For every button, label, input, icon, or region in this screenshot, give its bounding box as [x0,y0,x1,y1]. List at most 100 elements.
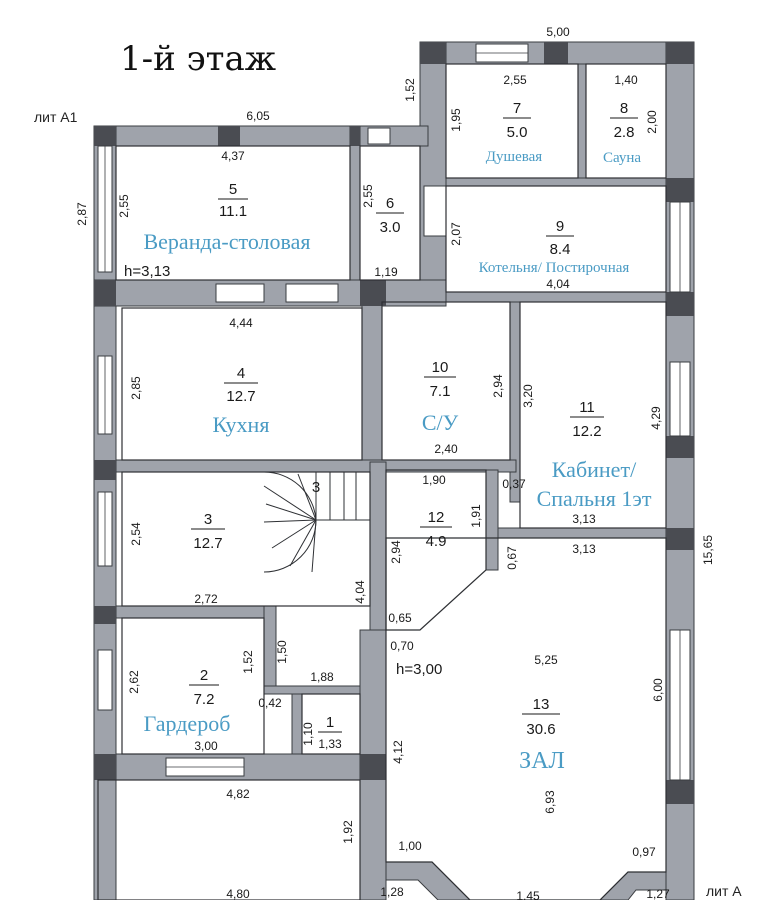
wall-room1-top [263,685,373,695]
dim-2-40: 2,40 [434,442,458,456]
dim-5-25: 5,25 [534,653,558,667]
dim-2-62: 2,62 [127,670,141,694]
dim-0-97: 0,97 [632,845,656,859]
room-10-area: 7.1 [430,383,451,400]
room-10-name: С/У [422,410,459,435]
room-2-number: 2 [200,667,208,684]
outline-room-13 [385,537,667,900]
room-4-name: Кухня [213,412,270,437]
dim-3-20: 3,20 [521,384,535,408]
dim-1-00: 1,00 [398,839,422,853]
dim-1-10: 1,10 [301,722,315,746]
dim-2-54: 2,54 [129,522,143,546]
outline-room-2 [121,617,265,755]
dim-1-92: 1,92 [341,820,355,844]
dim-0-37: 0,37 [502,477,526,491]
dim-1-33: 1,33 [318,737,342,751]
dim-2-55-veranda: 2,55 [117,194,131,218]
outline-porch [97,779,361,900]
dim-2-87: 2,87 [75,202,89,226]
room-13-number: 13 [533,696,550,713]
dim-4-04-boiler: 4,04 [546,277,570,291]
dim-1-52-wardrobe: 1,52 [241,650,255,674]
dim-2-07: 2,07 [449,222,463,246]
wall-cabinet-bottom [497,527,667,539]
room-13-name: ЗАЛ [519,748,565,774]
dim-5-00: 5,00 [546,25,570,39]
wall-kitchen-wc [361,301,383,463]
dim-4-37: 4,37 [221,149,245,163]
room-tags: 5 11.1 6 3.0 7 5.0 8 2.8 9 8.4 4 12.7 10… [189,100,638,738]
wall-shower-sauna [577,63,587,179]
dim-15-65: 15,65 [701,535,715,565]
door-boiler [423,185,447,237]
room-2-name: Гардероб [144,711,231,736]
room-5-area: 11.1 [219,203,247,220]
dim-6-93: 6,93 [543,790,557,814]
dim-3-13-cabinet: 3,13 [572,512,596,526]
outline-room-9 [445,185,667,293]
outline-room-4 [121,307,363,461]
window-kitchen-top [215,283,265,303]
dim-1-19: 1,19 [374,265,398,279]
dim-1-90: 1,90 [422,473,446,487]
outline-room-1 [301,693,361,755]
room-7-number: 7 [513,100,521,117]
dim-2-94-room12: 2,94 [389,540,403,564]
dim-1-91: 1,91 [469,504,483,528]
dim-0-70: 0,70 [390,639,414,653]
dim-2-00: 2,00 [645,110,659,134]
room-12-area: 4.9 [426,533,447,550]
wall-room12-right [485,469,499,571]
room-9-area: 8.4 [550,241,571,258]
dim-3-13-hall: 3,13 [572,542,596,556]
dim-4-82: 4,82 [226,787,250,801]
room-8-number: 8 [620,100,628,117]
room-8-name: Сауна [603,150,641,166]
outline-room-6 [359,145,421,281]
dim-0-67: 0,67 [505,546,519,570]
dim-4-44: 4,44 [229,316,253,330]
room-11-number: 11 [579,399,595,416]
room-6-number: 6 [386,195,394,212]
room-4-area: 12.7 [226,388,255,405]
dim-4-12: 4,12 [391,740,405,764]
dim-1-40: 1,40 [614,73,638,87]
dim-3-00: 3,00 [194,739,218,753]
windows [97,43,691,781]
wall-wardrobe-top [115,605,277,619]
room-1-number: 1 [326,714,334,731]
room-9-name: Котельня/ Постирочная [479,260,630,276]
outline-room-3 [121,471,371,607]
outline-room-5 [115,145,351,281]
dim-1-52: 1,52 [403,78,417,102]
room-4-number: 4 [237,365,245,382]
stair-number: 3 [312,479,320,496]
room-2-area: 7.2 [194,691,215,708]
dim-6-05: 6,05 [246,109,270,123]
room-12-number: 12 [428,509,445,526]
room-8-area: 2.8 [614,124,635,141]
dim-2-85: 2,85 [129,376,143,400]
room-11-name-line1: Кабинет/ [552,457,637,482]
outline-room-8 [585,63,667,179]
dim-4-04-stairs: 4,04 [353,580,367,604]
dim-4-29: 4,29 [649,406,663,430]
dim-2-55-room6: 2,55 [361,184,375,208]
wall-boiler-bottom [445,291,667,303]
room-3-number: 3 [204,511,212,528]
wall-shower-bottom [445,177,667,187]
room-6-area: 3.0 [380,219,401,236]
lit-a1-label: лит А1 [34,109,78,125]
spiral-stairs [263,471,370,573]
outline-room-10 [381,301,511,461]
window-kitchen-top-2 [285,283,339,303]
wall-left-upper-block [419,41,447,298]
dim-1-45: 1,45 [516,889,540,900]
room-11-area: 12.2 [572,423,601,440]
wall-stairs-right [369,461,387,631]
room-5-number: 5 [229,181,237,198]
wall-veranda-inner [349,125,361,287]
dim-1-28: 1,28 [380,885,404,899]
